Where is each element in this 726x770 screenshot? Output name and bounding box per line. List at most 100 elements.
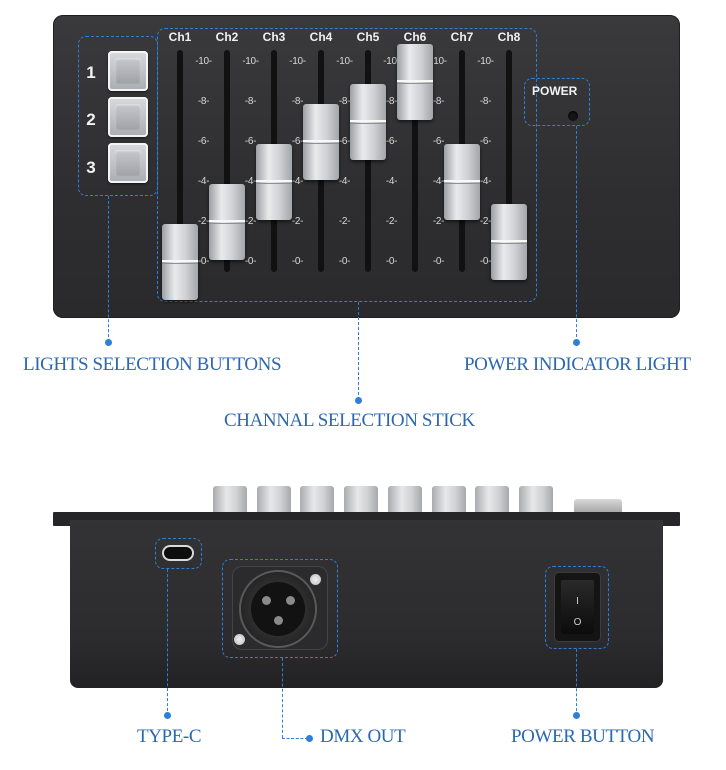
channel-fader-6[interactable] (397, 44, 433, 120)
callout-dot-channel (355, 397, 362, 404)
type-c-label: TYPE-C (137, 726, 202, 747)
light-button-1[interactable] (108, 51, 148, 91)
scale-tick-0: -0- (338, 256, 351, 267)
callout-line-lights (108, 196, 109, 342)
callout-dot-power-button (573, 712, 580, 719)
dmx-pin-3 (274, 616, 283, 625)
fader-cap-7 (475, 486, 510, 512)
fader-track-2 (224, 50, 230, 272)
callout-dot-power-indicator (573, 339, 580, 346)
scale-tick-0: -0- (432, 256, 445, 267)
channel-label-2: Ch2 (215, 30, 239, 44)
scale-tick-4: -4- (479, 176, 492, 187)
channel-fader-7[interactable] (444, 144, 480, 220)
scale-tick-4: -4- (432, 176, 445, 187)
light-button-3[interactable] (108, 143, 148, 183)
scale-tick-8: -8- (338, 96, 351, 107)
light-button-number-2: 2 (86, 110, 96, 129)
scale-tick-2: -2- (385, 216, 398, 227)
scale-tick-10: -10- (242, 56, 259, 67)
fader-cap-6 (431, 486, 466, 512)
fader-cap-8 (518, 486, 553, 512)
channel-fader-3[interactable] (256, 144, 292, 220)
scale-tick-8: -8- (244, 96, 257, 107)
channel-label-6: Ch6 (403, 30, 427, 44)
scale-tick-2: -2- (338, 216, 351, 227)
callout-dot-type-c (164, 712, 171, 719)
scale-tick-10: -10- (477, 56, 494, 67)
fader-cap-1 (213, 486, 247, 512)
callout-dot-lights (105, 339, 112, 346)
scale-tick-10: -10- (336, 56, 353, 67)
channel-fader-2[interactable] (209, 184, 245, 260)
power-indicator-highlight (524, 78, 590, 126)
fader-cap-3 (300, 486, 335, 512)
scale-tick-4: -4- (338, 176, 351, 187)
scale-tick-8: -8- (432, 96, 445, 107)
scale-tick-8: -8- (479, 96, 492, 107)
scale-tick-6: -6- (338, 136, 351, 147)
callout-line-type-c (167, 569, 168, 716)
lights-selection-label: LIGHTS SELECTION BUTTONS (23, 354, 282, 375)
power-button-highlight (545, 566, 609, 649)
light-button-number-3: 3 (86, 158, 96, 177)
scale-tick-0: -0- (197, 256, 210, 267)
channel-selection-label: CHANNAL SELECTION STICK (224, 410, 475, 431)
scale-tick-2: -2- (479, 216, 492, 227)
callout-line-channel (358, 302, 359, 400)
scale-tick-2: -2- (244, 216, 257, 227)
scale-tick-10: -10- (195, 56, 212, 67)
dmx-screw-top (310, 574, 321, 585)
type-c-highlight (155, 538, 202, 569)
scale-tick-0: -0- (385, 256, 398, 267)
scale-tick-10: -10- (430, 56, 447, 67)
fader-cap-2 (256, 486, 291, 512)
scale-tick-4: -4- (197, 176, 210, 187)
power-indicator-label: POWER INDICATOR LIGHT (464, 354, 691, 375)
scale-tick-8: -8- (291, 96, 304, 107)
dmx-connector-face (251, 582, 305, 636)
scale-tick-0: -0- (479, 256, 492, 267)
scale-tick-6: -6- (197, 136, 210, 147)
scale-tick-6: -6- (479, 136, 492, 147)
dmx-pin-2 (286, 596, 295, 605)
power-label: POWER (532, 84, 578, 98)
callout-line-power-indicator (576, 126, 577, 342)
dmx-out-label: DMX OUT (320, 726, 406, 747)
power-switch-on-mark: I (576, 596, 579, 607)
scale-tick-6: -6- (385, 136, 398, 147)
channel-label-4: Ch4 (309, 30, 333, 44)
channel-fader-8[interactable] (491, 204, 527, 280)
rear-top-knob (574, 499, 622, 515)
type-c-port[interactable] (164, 547, 192, 559)
fader-cap-4 (344, 486, 379, 512)
scale-tick-4: -4- (291, 176, 304, 187)
power-indicator-led (568, 111, 578, 121)
scale-tick-8: -8- (197, 96, 210, 107)
channel-label-5: Ch5 (356, 30, 380, 44)
callout-dot-dmx (306, 735, 313, 742)
scale-tick-10: -10- (383, 56, 400, 67)
scale-tick-4: -4- (385, 176, 398, 187)
power-button-label: POWER BUTTON (511, 726, 655, 747)
scale-tick-4: -4- (244, 176, 257, 187)
callout-line-power-button (576, 649, 577, 716)
channel-label-7: Ch7 (450, 30, 474, 44)
power-button[interactable] (561, 580, 594, 634)
channel-fader-4[interactable] (303, 104, 339, 180)
dmx-out-highlight (222, 559, 338, 658)
fader-cap-5 (387, 486, 422, 512)
channel-label-8: Ch8 (497, 30, 521, 44)
scale-tick-2: -2- (197, 216, 210, 227)
scale-tick-2: -2- (432, 216, 445, 227)
light-button-2[interactable] (108, 97, 148, 137)
channel-label-1: Ch1 (168, 30, 192, 44)
scale-tick-10: -10- (289, 56, 306, 67)
channel-label-3: Ch3 (262, 30, 286, 44)
fader-track-1 (177, 50, 183, 272)
channel-fader-5[interactable] (350, 84, 386, 160)
scale-tick-6: -6- (244, 136, 257, 147)
channel-fader-1[interactable] (162, 224, 198, 300)
callout-line-dmx (282, 658, 283, 738)
fader-track-5 (365, 50, 371, 272)
